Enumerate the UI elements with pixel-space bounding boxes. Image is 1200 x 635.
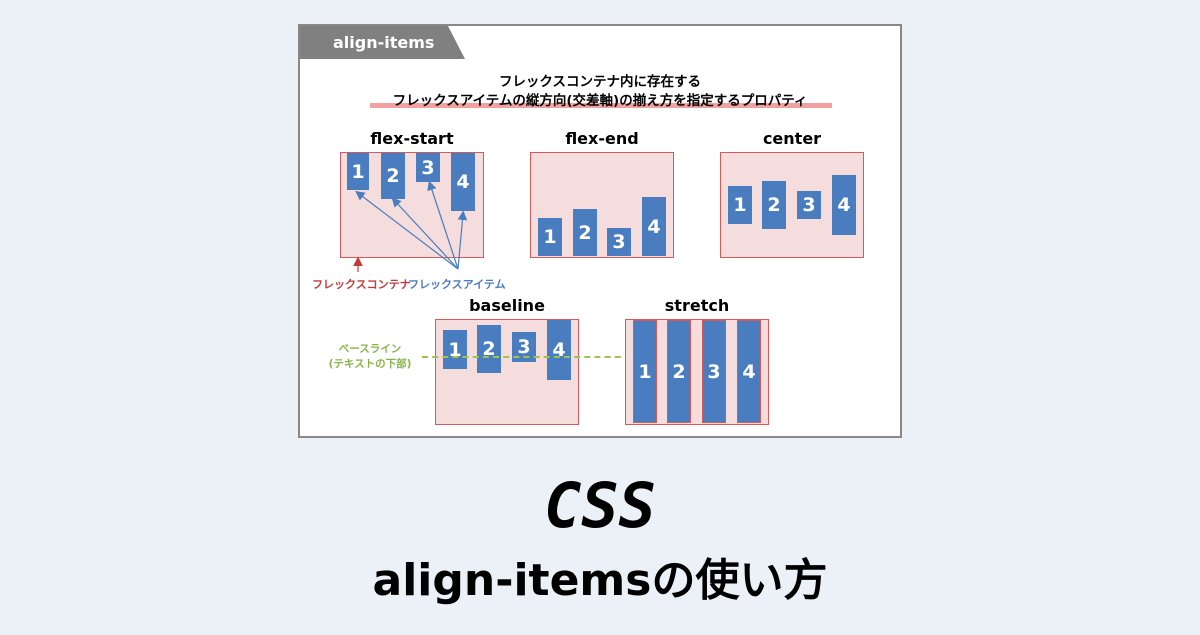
item-4: 4 [737,320,761,423]
description-underline [370,103,832,108]
hero-title: CSS [544,469,656,542]
baseline-label-line-1: ベースライン [338,343,402,355]
container-stretch: 1 2 3 4 [625,319,769,425]
baseline-label-line-2: (テキストの下部) [328,358,412,370]
item-4: 4 [451,153,475,211]
item-arrow-2 [391,197,459,270]
description-line-2: フレックスアイテムの縦方向(交差軸)の揃え方を指定するプロパティ [392,93,808,109]
flex-container-label: フレックスコンテナ [312,278,411,291]
item-4: 4 [642,197,666,256]
baseline-label: ベースライン (テキストの下部) [320,342,420,372]
container-flex-start: 1 2 3 4 [340,152,484,258]
item-1: 1 [728,186,752,224]
item-3: 3 [797,191,821,219]
description-line-1: フレックスコンテナ内に存在する [498,74,702,90]
item-arrow-3 [427,180,459,270]
flex-item-label: フレックスアイテム [408,278,506,291]
container-flex-end: 1 2 3 4 [530,152,674,258]
baseline-dashed-line [422,356,712,358]
item-arrow-4 [457,210,468,270]
item-3: 3 [607,228,631,256]
item-2: 2 [573,209,597,256]
item-4: 4 [832,175,856,235]
annotation-arrows [353,180,468,272]
box-title-baseline: baseline [469,296,545,315]
item-1: 1 [538,218,562,256]
item-1: 1 [633,320,657,423]
box-title-center: center [762,129,822,148]
container-baseline: 1 2 3 4 [435,319,579,425]
box-title-flex-start: flex-start [370,129,454,148]
tab-label: align-items [300,26,465,59]
box-title-flex-end: flex-end [565,129,639,148]
container-center: 1 2 3 4 [720,152,864,258]
box-title-stretch: stretch [664,296,730,315]
hero-subtitle: align-itemsの使い方 [372,555,828,606]
item-2: 2 [381,153,405,199]
item-1: 1 [347,153,369,190]
item-2: 2 [667,320,691,423]
diagram-card: align-items フレックスコンテナ内に存在する フレックスアイテムの縦方… [298,24,902,438]
item-2: 2 [477,325,501,373]
item-4: 4 [547,320,571,380]
item-3: 3 [416,153,440,182]
item-3: 3 [702,320,726,423]
item-arrow-1 [355,190,459,270]
item-1: 1 [443,330,467,369]
item-2: 2 [762,181,786,229]
